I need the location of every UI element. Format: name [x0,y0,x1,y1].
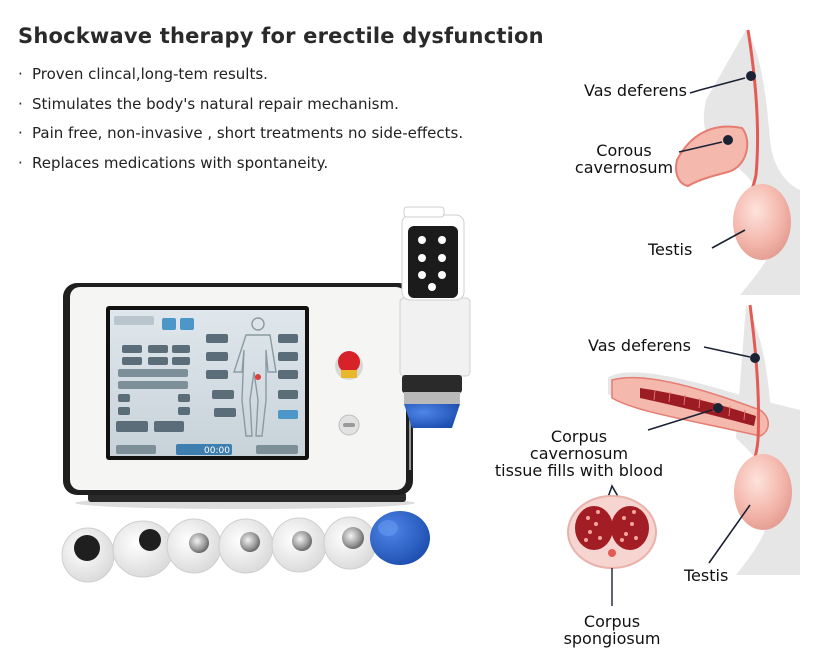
handpiece-top-cap [403,206,445,218]
handpiece-ring-black [402,375,462,393]
handpiece-buttons [418,236,446,291]
cross-section-spots [584,510,638,542]
emergency-stop-button [338,351,360,373]
anatomy-diagram-erect [567,304,800,606]
benefit-item: · Stimulates the body's natural repair me… [18,90,463,120]
benefit-item: · Proven clincal,long-tem results. [18,60,463,90]
pointer-lines [678,77,746,249]
label-cavernosum-top: cavernosum [574,158,674,177]
page-title: Shockwave therapy for erectile dysfuncti… [18,24,544,48]
tissue-segments [653,389,746,421]
anatomy-diagram-normal [675,29,800,295]
screen-timer: 00:00 [204,446,230,456]
label-testis-bottom: Testis [684,566,729,585]
transmitter-3 [166,518,222,574]
body-outline-icon [233,317,277,437]
transmitter-5 [271,517,327,573]
handpiece-blue-tip [404,404,460,428]
benefit-text: Proven clincal,long-tem results. [32,65,268,83]
label-spongiosum: spongiosum [563,629,661,648]
testis [733,184,791,260]
shockwave-handpiece [399,206,471,470]
label-corpus-spongiosum: Corpus spongiosum [552,613,672,647]
pointer-lines [606,346,751,564]
body-silhouette [736,305,800,575]
bullet-marker: · [18,124,23,142]
label-testis-top: Testis [648,240,693,259]
benefit-text: Replaces medications with spontaneity. [32,153,329,172]
therapy-device: 00:00 [63,283,415,509]
label-corous: Corous [596,141,652,160]
benefit-text: Pain free, non-invasive , short treatmen… [32,124,464,142]
transmitter-blue-cap [370,511,430,565]
benefit-item: · Replaces medications with spontaneity. [18,149,463,179]
emergency-stop-base [341,370,357,378]
transmitter-2 [112,520,174,578]
label-corpus: Corpus [550,427,608,446]
target-area-marker [255,374,261,380]
handpiece-ring-silver [404,392,460,404]
bullet-marker: · [18,65,23,83]
benefit-item: · Pain free, non-invasive , short treatme… [18,119,463,149]
bullet-marker: · [18,153,23,172]
bullet-marker: · [18,94,23,113]
handpiece-control-panel [408,226,458,298]
transmitter-6 [323,516,377,570]
cross-section-diagram [567,495,657,606]
pointer-dot-vas [750,353,760,363]
benefit-list: · Proven clincal,long-tem results. · Stimu… [18,60,463,178]
transmitter-4 [218,518,274,574]
label-vas-deferens-bottom: Vas deferens [588,336,691,355]
label-vas-deferens-top: Vas deferens [584,81,687,100]
handpiece-grip [399,297,471,377]
pointer-dot-cavernosum [713,403,723,413]
pointer-dot-cavernosum [723,135,733,145]
benefit-text: Stimulates the body's natural repair mec… [32,94,399,113]
label-corpus-2: Corpus [583,612,641,631]
testis [734,454,792,530]
label-tissue-fills: tissue fills with blood [494,461,664,480]
pointer-dot-vas [746,71,756,81]
penis-flaccid [675,125,749,188]
label-cavernosum-bottom: cavernosum [529,444,629,463]
transmitter-1 [61,527,115,583]
label-corpus-cavernosum: Corpus cavernosum tissue fills with bloo… [484,428,674,479]
transmitter-heads [61,511,430,583]
key-slot [343,423,355,427]
screen-ui [114,316,298,455]
label-corous-cavernosum: Corous cavernosum [568,142,680,176]
